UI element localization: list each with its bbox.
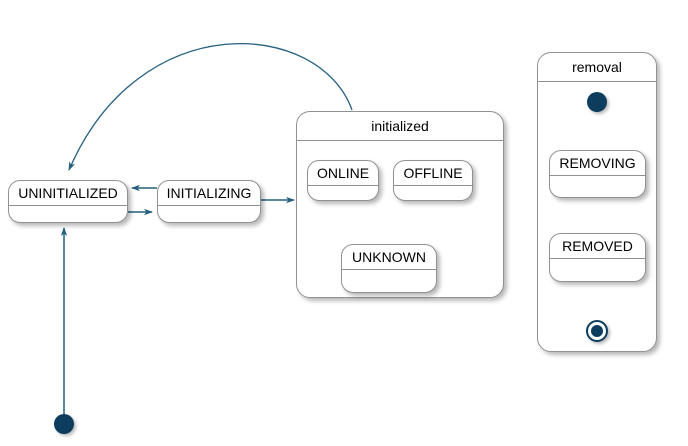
state-uninitialized-body bbox=[9, 206, 127, 222]
state-initializing-label: INITIALIZING bbox=[166, 185, 252, 201]
state-separator bbox=[342, 269, 436, 270]
state-separator bbox=[9, 205, 127, 206]
state-online[interactable]: ONLINE bbox=[307, 160, 379, 201]
composite-state-initialized-label: initialized bbox=[371, 118, 429, 134]
state-removing-body bbox=[550, 176, 645, 197]
state-removed[interactable]: REMOVED bbox=[549, 233, 646, 282]
state-removed-label: REMOVED bbox=[562, 238, 633, 254]
state-initializing[interactable]: INITIALIZING bbox=[157, 180, 261, 223]
composite-separator bbox=[538, 81, 656, 82]
initial-pseudostate-removal bbox=[587, 92, 607, 112]
state-offline-body bbox=[394, 186, 472, 200]
initial-pseudostate-main bbox=[54, 414, 74, 434]
state-uninitialized-label: UNINITIALIZED bbox=[18, 185, 118, 201]
state-unknown[interactable]: UNKNOWN bbox=[341, 244, 437, 293]
state-unknown-label: UNKNOWN bbox=[352, 249, 426, 265]
state-separator bbox=[550, 258, 645, 259]
composite-state-initialized-body: ONLINE OFFLINE UNKNOWN bbox=[297, 141, 503, 296]
state-online-label: ONLINE bbox=[316, 165, 370, 181]
composite-separator bbox=[297, 140, 503, 141]
state-separator bbox=[394, 185, 472, 186]
state-separator bbox=[158, 205, 260, 206]
composite-state-removal-body: REMOVING REMOVED bbox=[538, 82, 656, 350]
state-offline-label: OFFLINE bbox=[403, 165, 463, 181]
state-unknown-body bbox=[342, 270, 436, 292]
final-pseudostate-removal bbox=[586, 320, 608, 342]
state-initializing-body bbox=[158, 206, 260, 222]
state-removing-label: REMOVING bbox=[559, 155, 636, 171]
state-uninitialized[interactable]: UNINITIALIZED bbox=[8, 180, 128, 223]
state-removed-body bbox=[550, 259, 645, 281]
state-separator bbox=[308, 185, 378, 186]
composite-state-removal-label: removal bbox=[572, 59, 622, 75]
state-offline[interactable]: OFFLINE bbox=[393, 160, 473, 201]
state-separator bbox=[550, 175, 645, 176]
state-removing[interactable]: REMOVING bbox=[549, 150, 646, 198]
state-online-body bbox=[308, 186, 378, 200]
composite-state-initialized[interactable]: initialized ONLINE OFFLINE UNKNOWN bbox=[296, 111, 504, 298]
